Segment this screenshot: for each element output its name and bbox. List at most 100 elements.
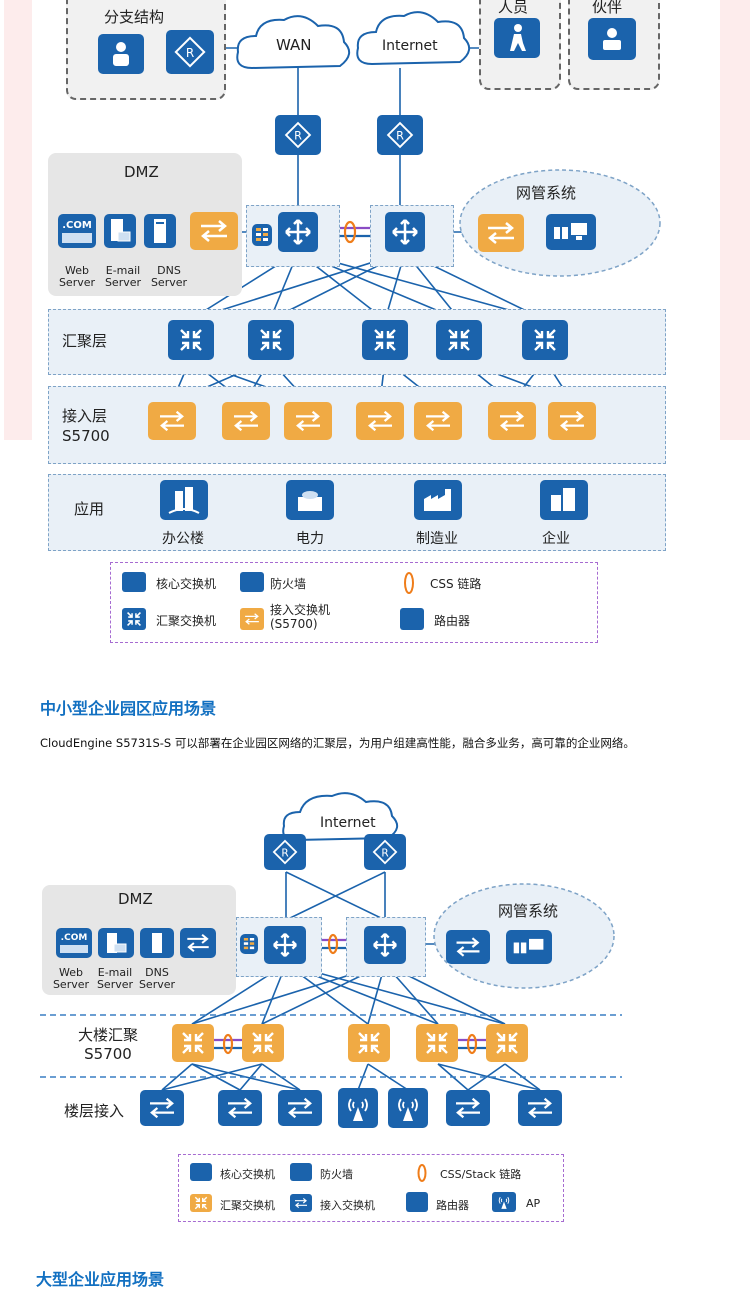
email-server-label: E-mail Server: [104, 264, 142, 289]
partner-icon: [588, 18, 636, 60]
d2-dns-server-icon: [140, 928, 174, 958]
d2-web-server-icon: .COM: [56, 928, 92, 958]
legend2-css-icon: [417, 1164, 427, 1182]
legend1-css-icon: [404, 572, 414, 594]
wan-router-icon: R: [275, 115, 321, 155]
web-server-label: Web Server: [58, 264, 96, 289]
legend1-router-icon: [400, 608, 424, 630]
d2-nms-server-icon: [506, 930, 552, 964]
legend2-router-label: 路由器: [436, 1199, 469, 1212]
d2-access-switch-icon-4: [446, 1090, 490, 1126]
dmz-access-switch-icon: [190, 212, 238, 250]
section3-title: 大型企业应用场景: [36, 1270, 165, 1289]
com-label: .COM: [62, 219, 92, 231]
legend1-agg-icon: [122, 608, 146, 630]
legend2-firewall-icon: [290, 1163, 312, 1181]
d1-access-switch-icon-3: [284, 402, 332, 440]
d1-access-switch-icon-7: [548, 402, 596, 440]
dns-server-label: DNS Server: [150, 264, 188, 289]
dns-server-icon: [144, 214, 176, 248]
legend2-core-icon: [190, 1163, 212, 1181]
legend2-router-icon: [406, 1192, 428, 1212]
legend1-router-label: 路由器: [434, 614, 471, 628]
dmz-label-2: DMZ: [118, 890, 153, 908]
d2-web-server-label: Web Server: [52, 966, 90, 991]
d1-aggregation-switch-icon-4: [436, 320, 482, 360]
legend1-firewall-label: 防火墙: [270, 577, 307, 591]
branch-user-icon: [98, 34, 144, 74]
core-switch-icon-2: [385, 212, 425, 252]
d1-aggregation-switch-icon-3: [362, 320, 408, 360]
nms-switch-icon: [478, 214, 524, 252]
internet-cloud-2: [282, 792, 399, 842]
svg-text:R: R: [381, 847, 388, 859]
application-layer-label: 应用: [74, 500, 105, 518]
legend1-access-icon: [240, 608, 264, 630]
firewall-icon: [252, 224, 272, 246]
d2-firewall-icon: [240, 934, 258, 954]
app-label-electricity: 电力: [296, 531, 324, 547]
d1-aggregation-switch-icon-2: [248, 320, 294, 360]
partner-label: 伙伴: [592, 0, 623, 16]
legend2-agg-icon: [190, 1194, 212, 1212]
legend-2: [178, 1154, 564, 1222]
d2-access-switch-icon-1: [140, 1090, 184, 1126]
nms-server-icon: [546, 214, 596, 250]
d2-router-icon-1: R: [264, 834, 306, 870]
diagram2-links: [40, 871, 622, 1091]
dmz-label: DMZ: [124, 163, 159, 181]
legend-1: [110, 562, 598, 643]
aggregation-layer: [48, 309, 666, 375]
section2-title: 中小型企业园区应用场景: [40, 699, 217, 718]
d2-dmz-switch-icon: [180, 928, 216, 958]
core-switch-icon-1: [278, 212, 318, 252]
d2-nms-label: 网管系统: [498, 902, 559, 920]
branch-router-icon: R: [166, 30, 214, 74]
d2-router-icon-2: R: [364, 834, 406, 870]
app-label-office: 办公楼: [162, 531, 204, 547]
legend2-core-label: 核心交换机: [220, 1168, 275, 1181]
legend2-access-icon: [290, 1194, 312, 1212]
electricity-icon: [286, 480, 334, 520]
d2-access-switch-icon-3: [278, 1090, 322, 1126]
legend1-css-label: CSS 链路: [430, 577, 482, 591]
web-server-icon: .COM: [58, 214, 96, 248]
legend2-access-label: 接入交换机: [320, 1199, 375, 1212]
legend2-ap-icon: [492, 1192, 516, 1212]
d1-access-switch-icon-1: [148, 402, 196, 440]
legend1-access-label: 接入交换机 (S5700): [270, 603, 331, 631]
d2-core-switch-icon-2: [364, 926, 406, 964]
d1-access-switch-icon-5: [414, 402, 462, 440]
d1-aggregation-switch-icon-5: [522, 320, 568, 360]
d1-aggregation-switch-icon-1: [168, 320, 214, 360]
d2-email-server-label: E-mail Server: [96, 966, 134, 991]
legend2-css-label: CSS/Stack 链路: [440, 1168, 522, 1181]
enterprise-icon: [540, 480, 588, 520]
internet-cloud-1: [356, 11, 471, 66]
staff-icon: [494, 18, 540, 58]
internet-label-2: Internet: [320, 815, 376, 831]
d2-aggregation-switch-icon-5: [486, 1024, 528, 1062]
branch-label: 分支结构: [104, 8, 165, 26]
svg-text:R: R: [294, 130, 302, 143]
partner-box: [568, 0, 660, 90]
staff-label: 人员: [498, 0, 529, 16]
d2-aggregation-switch-icon-4: [416, 1024, 458, 1062]
d2-ap-icon-1: [338, 1088, 378, 1128]
d2-dns-server-label: DNS Server: [138, 966, 176, 991]
legend2-firewall-label: 防火墙: [320, 1168, 353, 1181]
svg-text:R: R: [396, 130, 404, 143]
d2-email-server-icon: [98, 928, 134, 958]
d1-access-switch-icon-2: [222, 402, 270, 440]
manufacturing-icon: [414, 480, 462, 520]
d2-aggregation-switch-icon-3: [348, 1024, 390, 1062]
aggregation-layer-label: 汇聚层: [62, 332, 108, 350]
internet-label-1: Internet: [382, 38, 438, 54]
app-label-enterprise: 企业: [542, 531, 570, 547]
d2-aggregation-label: 大楼汇聚 S5700: [78, 1026, 139, 1063]
svg-text:R: R: [281, 847, 288, 859]
d2-access-label: 楼层接入: [64, 1102, 125, 1120]
legend1-agg-label: 汇聚交换机: [156, 614, 217, 628]
d1-access-switch-icon-6: [488, 402, 536, 440]
d2-nms-switch-icon: [446, 930, 490, 964]
